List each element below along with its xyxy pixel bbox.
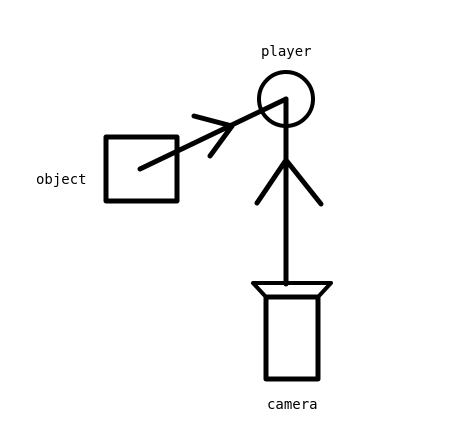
ray-arrow-head-lower: [207, 123, 235, 159]
ray-arrow: [137, 96, 289, 172]
player-right-leg-line: [283, 157, 324, 207]
ray-arrow-head-upper: [191, 113, 235, 129]
camera-body: [263, 294, 321, 382]
object-square: [103, 134, 180, 204]
camera-label: camera: [267, 397, 318, 413]
camera: [251, 281, 333, 382]
player-label: player: [261, 44, 312, 60]
ray-arrow-shaft: [137, 96, 289, 172]
object-label: object: [36, 172, 87, 188]
player-left-leg-line: [254, 157, 289, 206]
